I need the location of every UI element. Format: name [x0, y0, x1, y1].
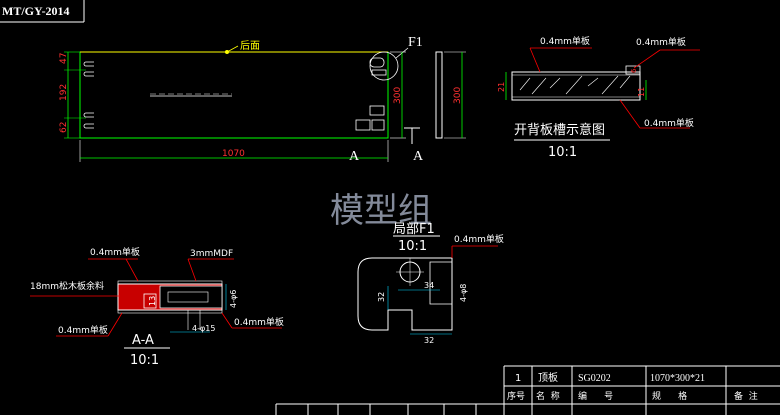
section-label-left: 18mm松木板余料: [30, 280, 104, 292]
section-aa-void: [159, 285, 223, 309]
side-view: 300: [435, 51, 466, 139]
detail-f1-dim-right: 4-φ8: [459, 284, 468, 302]
groove-dim-left: 21: [497, 82, 506, 92]
detail-f1-label: 0.4mm单板: [454, 233, 504, 245]
tb-header-name: 名 称: [536, 390, 560, 402]
dim-right-value: 300: [393, 87, 403, 104]
groove-scale: 10:1: [548, 145, 577, 160]
dim-bottom: 1070: [79, 140, 389, 162]
detail-f1-dim-left: 32: [377, 292, 386, 302]
section-label-bottom-right: 0.4mm单板: [234, 316, 284, 328]
section-dim-bottom: 4-φ15: [192, 324, 215, 333]
hole-left-top-2: [83, 71, 94, 77]
groove-view: 21 11 6 0.4mm单板 0.4mm单板 0.4mm单板 开背板槽示意图 …: [497, 35, 700, 160]
slot-right-mid: [369, 105, 385, 116]
groove-label-bottom-right: 0.4mm单板: [644, 117, 694, 129]
groove-label-top-right: 0.4mm单板: [636, 36, 686, 48]
drawing-code-box: MT/GY-2014: [0, 0, 85, 23]
groove-title: 开背板槽示意图: [514, 122, 605, 138]
section-label-bottom-left: 0.4mm单板: [58, 324, 108, 336]
detail-f1-dim-bottom: 32: [424, 336, 434, 345]
tb-row-code: SG0202: [578, 373, 611, 384]
side-panel-outline: [435, 51, 443, 139]
tb-header-no: 序号: [507, 390, 525, 402]
detail-f1-title: 局部F1: [393, 222, 435, 237]
detail-f1-dim-mid: 34: [424, 281, 434, 290]
section-dim-mid: 13: [148, 296, 157, 306]
detail-f1-scale: 10:1: [398, 239, 427, 254]
detail-f1-marker-label: F1: [408, 35, 423, 50]
tb-row-no: 1: [515, 373, 521, 384]
dim-bottom-value: 1070: [222, 149, 245, 159]
section-aa-view: 0.4mm单板 3mmMDF 18mm松木板余料 0.4mm单板 0.4mm单板…: [30, 246, 284, 368]
slot-right-bottom: [355, 119, 371, 131]
side-dim-value: 300: [453, 87, 463, 104]
back-face-label: 后面: [240, 40, 260, 52]
hole-left-top: [83, 61, 94, 67]
section-label-top-left: 0.4mm单板: [90, 246, 140, 258]
dim-left-bottom: 62: [59, 122, 69, 133]
detail-f1-marker-circle: [369, 51, 399, 81]
section-label-top-right: 3mmMDF: [190, 249, 233, 259]
groove-dim-small: 6: [630, 68, 638, 73]
groove-hatch: [519, 75, 631, 95]
title-block: 1 顶板 SG0202 1070*300*21 序号 名 称 编 号 规 格 备…: [275, 365, 780, 415]
dim-left-top: 47: [59, 53, 69, 64]
panel-outline: [79, 51, 389, 139]
dim-left-chain: 47 192 62: [59, 51, 86, 139]
tb-header-spec: 规 格: [652, 390, 687, 402]
section-label-a-1: A: [349, 149, 360, 164]
groove-panel-outline: [511, 71, 641, 101]
section-aa-scale: 10:1: [130, 353, 159, 368]
tb-row-name: 顶板: [538, 371, 558, 384]
groove-dim-right: 11: [637, 87, 646, 97]
tb-header-note: 备 注: [734, 390, 758, 402]
dim-right: 300: [390, 51, 406, 139]
groove-label-top: 0.4mm单板: [540, 35, 590, 47]
slot-right-top: [369, 57, 385, 68]
dim-left-mid: 192: [59, 84, 69, 101]
main-view: 后面 F1 47 192 62: [59, 35, 424, 164]
section-dim-right: 4-φ6: [229, 290, 238, 308]
section-label-a-2: A: [413, 149, 424, 164]
detail-f1-outline: [357, 257, 453, 331]
tb-row-spec: 1070*300*21: [650, 373, 705, 384]
drawing-code: MT/GY-2014: [2, 4, 70, 18]
watermark-text: 模型组: [330, 191, 432, 231]
section-aa-title: A-A: [132, 333, 154, 348]
groove-notch: [625, 65, 641, 75]
tb-header-code: 编 号: [578, 390, 613, 402]
detail-f1-view: 局部F1 10:1 0.4mm单板 32 34 4-φ8 32: [357, 222, 504, 345]
hole-left-bottom: [83, 112, 94, 118]
hole-left-bottom-2: [83, 123, 94, 129]
